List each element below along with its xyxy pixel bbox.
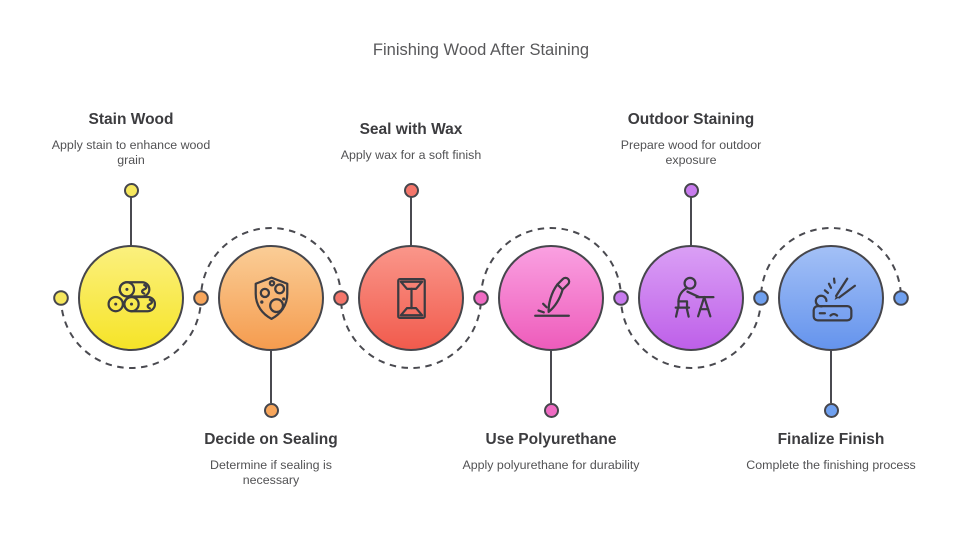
step-circle bbox=[78, 245, 184, 351]
stem-line bbox=[550, 351, 552, 403]
step-circle bbox=[498, 245, 604, 351]
connector-dot bbox=[473, 290, 489, 306]
step-description: Determine if sealing is necessary bbox=[210, 458, 332, 487]
step-title: Outdoor Staining bbox=[627, 111, 755, 128]
stem-dot bbox=[403, 183, 419, 198]
carving-knife-icon bbox=[533, 276, 570, 317]
stem-line bbox=[270, 351, 272, 403]
shield-spots-icon bbox=[254, 276, 288, 320]
step-title: Finalize Finish bbox=[777, 431, 885, 448]
connector-dot bbox=[753, 290, 769, 306]
person-at-table-icon bbox=[674, 276, 715, 318]
step-description: Apply wax for a soft finish bbox=[340, 148, 482, 162]
stem-dot bbox=[683, 183, 699, 198]
step-circle bbox=[638, 245, 744, 351]
wax-block-icon bbox=[396, 277, 426, 319]
connector-dot bbox=[333, 290, 349, 306]
step-circle bbox=[778, 245, 884, 351]
page-title: Finishing Wood After Staining bbox=[372, 41, 590, 59]
step-title: Seal with Wax bbox=[359, 121, 463, 138]
step-label: Seal with Wax Apply wax for a soft finis… bbox=[321, 121, 501, 163]
step-circle bbox=[218, 245, 324, 351]
step-title: Stain Wood bbox=[88, 111, 174, 128]
step-label: Outdoor Staining Prepare wood for outdoo… bbox=[601, 111, 781, 168]
stem-dot bbox=[263, 403, 279, 418]
step-label: Use Polyurethane Apply polyurethane for … bbox=[461, 431, 641, 473]
step-description: Prepare wood for outdoor exposure bbox=[620, 138, 762, 167]
connector-dot bbox=[613, 290, 629, 306]
step-title: Use Polyurethane bbox=[485, 431, 617, 448]
step-circle bbox=[358, 245, 464, 351]
stem-line bbox=[410, 197, 412, 246]
step-title: Decide on Sealing bbox=[204, 431, 338, 448]
connector-dot bbox=[53, 290, 69, 306]
step-description: Apply polyurethane for durability bbox=[462, 458, 640, 472]
step-label: Decide on Sealing Determine if sealing i… bbox=[181, 431, 361, 488]
stem-line bbox=[830, 351, 832, 403]
dashed-path bbox=[60, 227, 902, 369]
step-label: Stain Wood Apply stain to enhance wood g… bbox=[41, 111, 221, 168]
stem-dot bbox=[123, 183, 139, 198]
stem-dot bbox=[823, 403, 839, 418]
connector-dot bbox=[193, 290, 209, 306]
stem-line bbox=[130, 197, 132, 246]
step-label: Finalize Finish Complete the finishing p… bbox=[725, 431, 937, 473]
stem-dot bbox=[543, 403, 559, 418]
stem-line bbox=[690, 197, 692, 246]
wood-carving-tool-icon bbox=[812, 277, 856, 322]
connector-dot bbox=[893, 290, 909, 306]
step-description: Complete the finishing process bbox=[746, 458, 916, 472]
wood-logs-icon bbox=[106, 280, 156, 312]
step-description: Apply stain to enhance wood grain bbox=[51, 138, 211, 167]
